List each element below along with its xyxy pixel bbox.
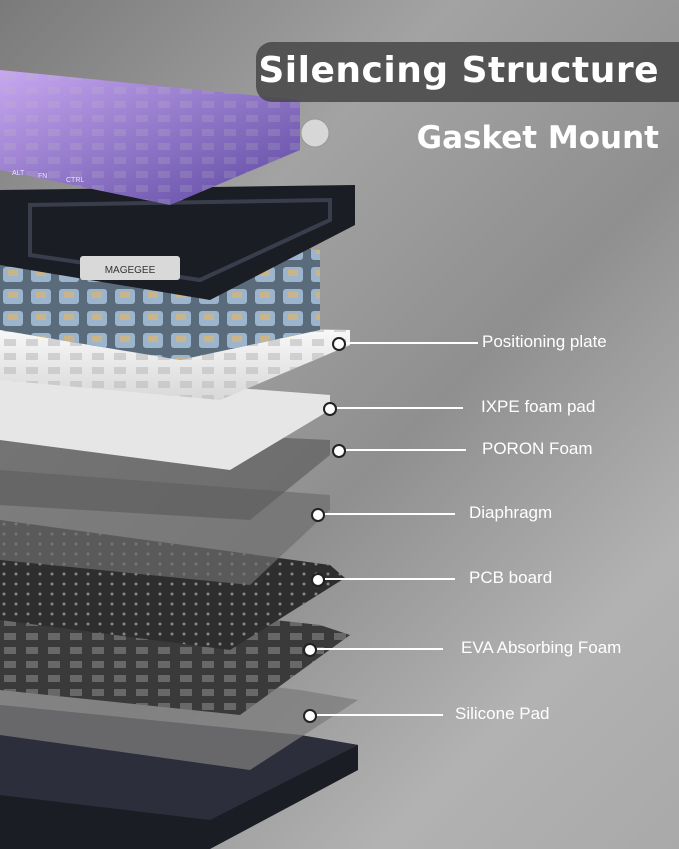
callout-dot (323, 402, 337, 416)
callout-dot (303, 709, 317, 723)
svg-text:CTRL: CTRL (66, 177, 84, 184)
callout-dot (303, 643, 317, 657)
callout-line (317, 648, 443, 650)
page-title: Silencing Structure (258, 50, 659, 91)
callout-label: PORON Foam (482, 439, 593, 458)
top-frame: MAGEGEE (0, 185, 355, 300)
svg-text:FN: FN (38, 173, 47, 180)
callout-line (346, 342, 478, 344)
ixpe-foam-layer (0, 370, 330, 470)
volume-knob (300, 118, 330, 148)
callout-line (346, 449, 466, 451)
callout-line (337, 407, 463, 409)
callout-line (325, 578, 455, 580)
callout-dot (332, 337, 346, 351)
callout-label: Diaphragm (469, 503, 553, 522)
callout-label: PCB board (469, 568, 553, 587)
page-subtitle: Gasket Mount (416, 120, 659, 156)
callout-label: Positioning plate (482, 332, 607, 351)
callout-line (317, 714, 443, 716)
callout-label: EVA Absorbing Foam (461, 638, 622, 657)
callout-dot (311, 573, 325, 587)
callout-label: Silicone Pad (455, 704, 550, 723)
brand-logo-text: MAGEGEE (105, 265, 156, 276)
callout-dot (311, 508, 325, 522)
callout-line (325, 513, 455, 515)
callout-dot (332, 444, 346, 458)
callout-label: IXPE foam pad (481, 397, 596, 416)
keycaps-layer: ALT FN CTRL (0, 70, 330, 205)
svg-text:ALT: ALT (12, 170, 25, 177)
title-banner: Silencing Structure (256, 42, 679, 102)
